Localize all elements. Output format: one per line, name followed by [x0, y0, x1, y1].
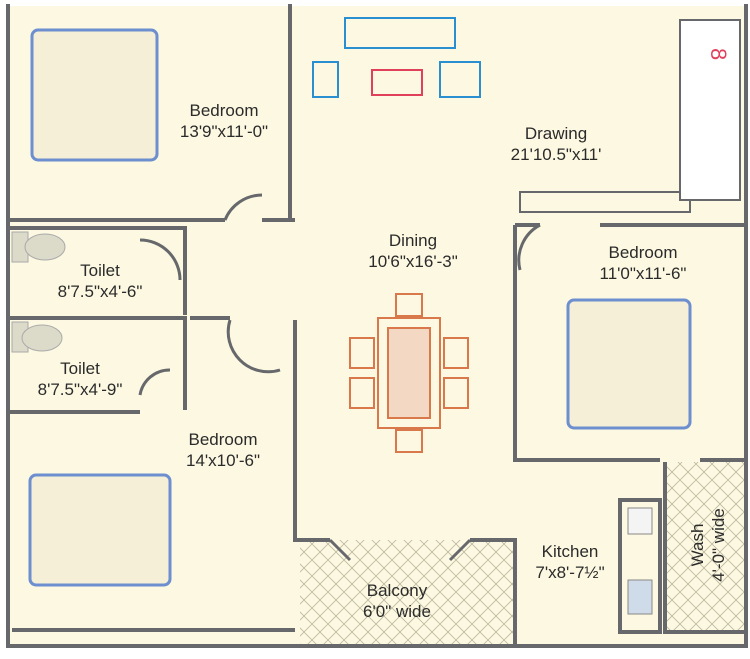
wash-floor: [665, 462, 745, 630]
sofa-icon: [312, 17, 481, 98]
stove-icon: [627, 579, 653, 615]
door-swings: [138, 193, 541, 562]
walls: [6, 4, 748, 648]
entrance-icon: 8: [706, 48, 731, 60]
toilet-icon: [11, 231, 66, 353]
dining-table-icon: [349, 293, 469, 453]
sink-icon: [627, 507, 653, 535]
tv-unit: [519, 191, 691, 213]
bed-icon: [28, 28, 692, 587]
entrance-area: [679, 19, 741, 201]
balcony-floor: [300, 540, 515, 645]
